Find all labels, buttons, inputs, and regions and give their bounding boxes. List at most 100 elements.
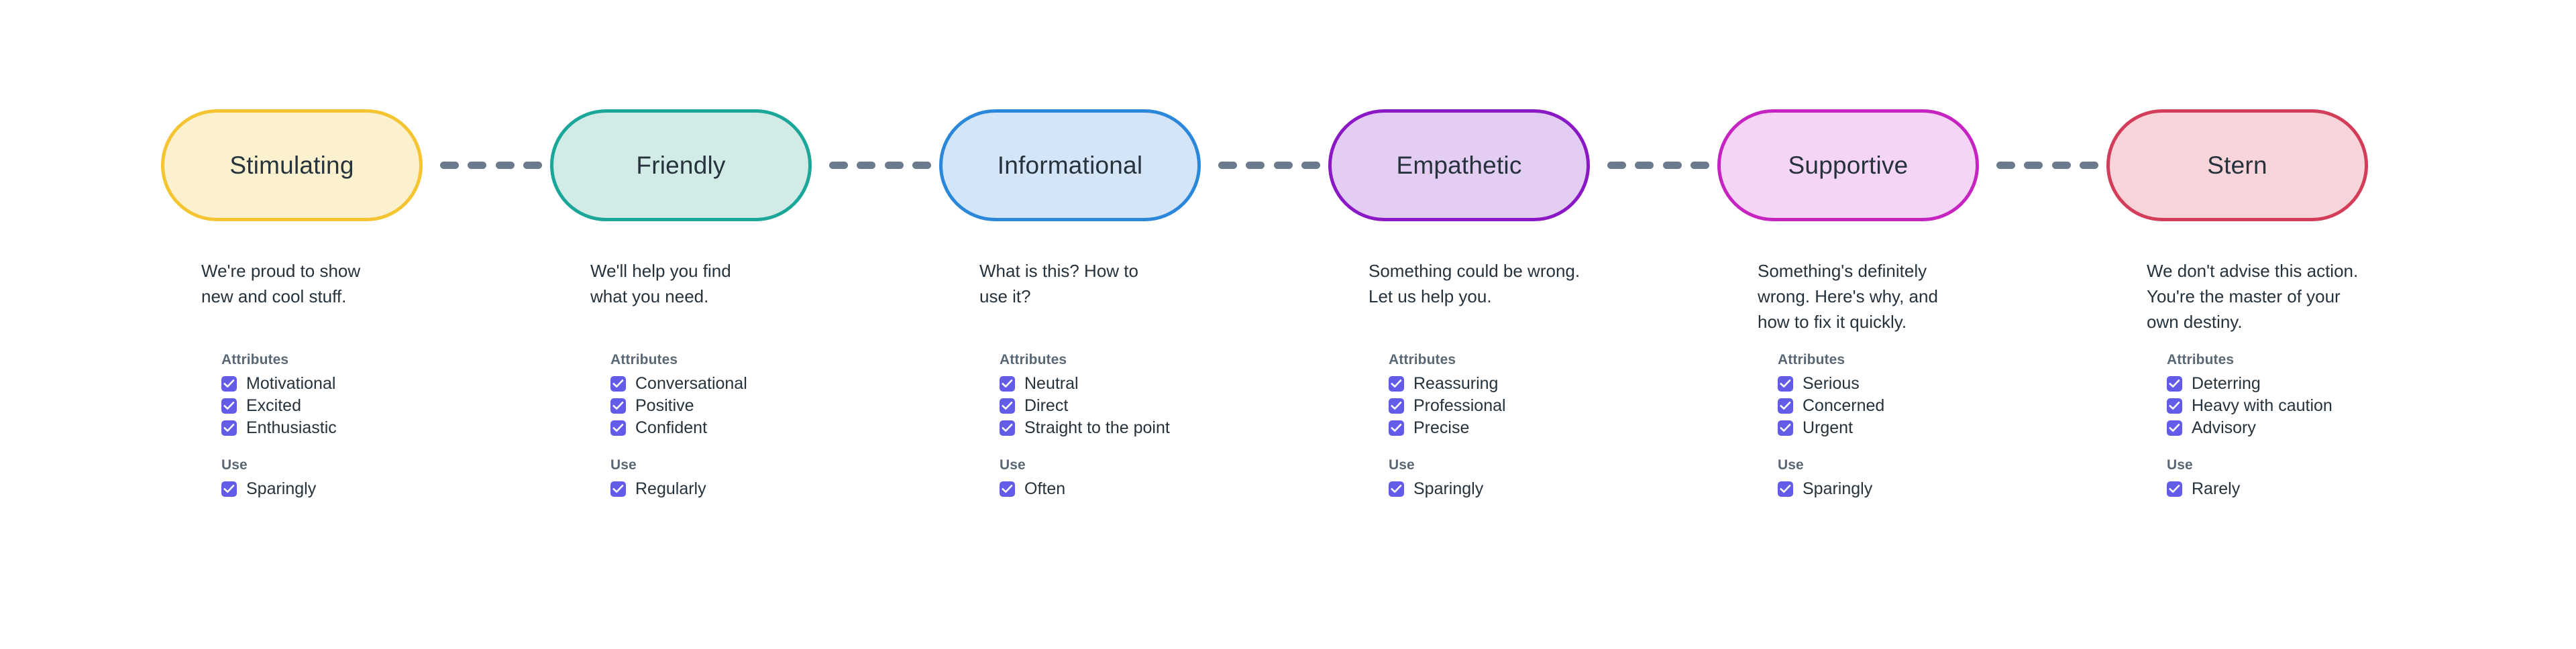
checkbox-checked[interactable] (1389, 376, 1404, 392)
checkbox-checked[interactable] (1000, 398, 1015, 414)
connector-dash (912, 161, 931, 169)
use-item[interactable]: Sparingly (1389, 478, 1704, 500)
attributes-item[interactable]: Advisory (2167, 417, 2482, 439)
checkbox-checked[interactable] (610, 376, 626, 392)
check-icon (1002, 379, 1013, 388)
connector-dash (523, 161, 542, 169)
check-icon (1002, 424, 1013, 432)
attributes-item[interactable]: Straight to the point (1000, 417, 1315, 439)
attributes-item[interactable]: Excited (221, 395, 537, 417)
check-icon (2169, 485, 2180, 493)
attributes-item[interactable]: Motivational (221, 373, 537, 395)
tone-pill[interactable]: Empathetic (1328, 109, 1590, 221)
check-icon (223, 402, 235, 410)
attributes-item[interactable]: Concerned (1778, 395, 2093, 417)
use-item-label: Sparingly (1803, 479, 1873, 498)
checkbox-checked[interactable] (610, 420, 626, 436)
attributes-item-label: Precise (1413, 418, 1470, 437)
use-heading: Use (1389, 457, 1415, 473)
attributes-item[interactable]: Direct (1000, 395, 1315, 417)
checkbox-checked[interactable] (1000, 376, 1015, 392)
attributes-item[interactable]: Confident (610, 417, 926, 439)
checkbox-checked[interactable] (1778, 398, 1793, 414)
tone-description: We don't advise this action. You're the … (2147, 261, 2359, 332)
tone-description: Something's definitely wrong. Here's why… (1758, 261, 1938, 332)
attributes-item[interactable]: Professional (1389, 395, 1704, 417)
checkbox-checked[interactable] (221, 376, 237, 392)
attributes-item[interactable]: Deterring (2167, 373, 2482, 395)
check-icon (1391, 485, 1402, 493)
checkbox-checked[interactable] (1778, 420, 1793, 436)
tone-pill[interactable]: Friendly (550, 109, 812, 221)
tone-pill-wrapper: Informational (939, 109, 1201, 221)
checkbox-checked[interactable] (2167, 420, 2182, 436)
check-icon (1002, 485, 1013, 493)
use-item[interactable]: Rarely (2167, 478, 2482, 500)
connector-dash (884, 161, 904, 169)
connector-dash (1301, 161, 1320, 169)
check-icon (2169, 424, 2180, 432)
attributes-item[interactable]: Conversational (610, 373, 926, 395)
checkbox-checked[interactable] (1389, 481, 1404, 497)
connector-dash (1607, 161, 1626, 169)
check-icon (1002, 402, 1013, 410)
checkbox-checked[interactable] (1778, 481, 1793, 497)
checkbox-checked[interactable] (221, 420, 237, 436)
checkbox-checked[interactable] (1389, 398, 1404, 414)
checkbox-checked[interactable] (610, 481, 626, 497)
checkbox-checked[interactable] (1000, 481, 1015, 497)
attributes-item[interactable]: Urgent (1778, 417, 2093, 439)
connector-dash (2051, 161, 2071, 169)
tone-description: Something could be wrong. Let us help yo… (1368, 261, 1580, 306)
check-icon (2169, 402, 2180, 410)
use-item[interactable]: Often (1000, 478, 1315, 500)
checkbox-checked[interactable] (2167, 481, 2182, 497)
use-item[interactable]: Regularly (610, 478, 926, 500)
checkbox-checked[interactable] (221, 481, 237, 497)
tone-pill[interactable]: Informational (939, 109, 1201, 221)
attributes-item[interactable]: Heavy with caution (2167, 395, 2482, 417)
tone-column-stern: Stern We don't advise this action. You're… (2106, 0, 2496, 649)
attributes-item[interactable]: Serious (1778, 373, 2093, 395)
use-item-label: Often (1024, 479, 1066, 498)
checkbox-checked[interactable] (221, 398, 237, 414)
attributes-item-label: Neutral (1024, 374, 1079, 393)
attributes-item[interactable]: Positive (610, 395, 926, 417)
use-item[interactable]: Sparingly (1778, 478, 2093, 500)
checkbox-checked[interactable] (610, 398, 626, 414)
tone-pill-label: Informational (997, 151, 1143, 179)
attributes-item[interactable]: Precise (1389, 417, 1704, 439)
attributes-item-label: Straight to the point (1024, 418, 1170, 437)
check-icon (1780, 485, 1791, 493)
checkbox-checked[interactable] (1778, 376, 1793, 392)
attributes-item[interactable]: Enthusiastic (221, 417, 537, 439)
checkbox-checked[interactable] (2167, 398, 2182, 414)
tone-pill[interactable]: Stern (2106, 109, 2368, 221)
dashed-connector (1599, 160, 1717, 170)
tone-pill-label: Empathetic (1396, 151, 1522, 179)
checkbox-checked[interactable] (1000, 420, 1015, 436)
attributes-item[interactable]: Reassuring (1389, 373, 1704, 395)
attributes-heading: Attributes (1778, 352, 1845, 367)
attributes-item-label: Positive (635, 396, 694, 415)
checkbox-checked[interactable] (2167, 376, 2182, 392)
attributes-heading: Attributes (1389, 352, 1456, 367)
use-item[interactable]: Sparingly (221, 478, 537, 500)
connector-dash (829, 161, 848, 169)
tone-pill-wrapper: Friendly (550, 109, 812, 221)
connector-dash (857, 161, 876, 169)
tone-pill[interactable]: Stimulating (161, 109, 423, 221)
connector-dash (2079, 161, 2098, 169)
attributes-item[interactable]: Neutral (1000, 373, 1315, 395)
attributes-item-label: Serious (1803, 374, 1860, 393)
tone-pill[interactable]: Supportive (1717, 109, 1979, 221)
checkbox-checked[interactable] (1389, 420, 1404, 436)
check-icon (223, 379, 235, 388)
connector-dash (440, 161, 459, 169)
